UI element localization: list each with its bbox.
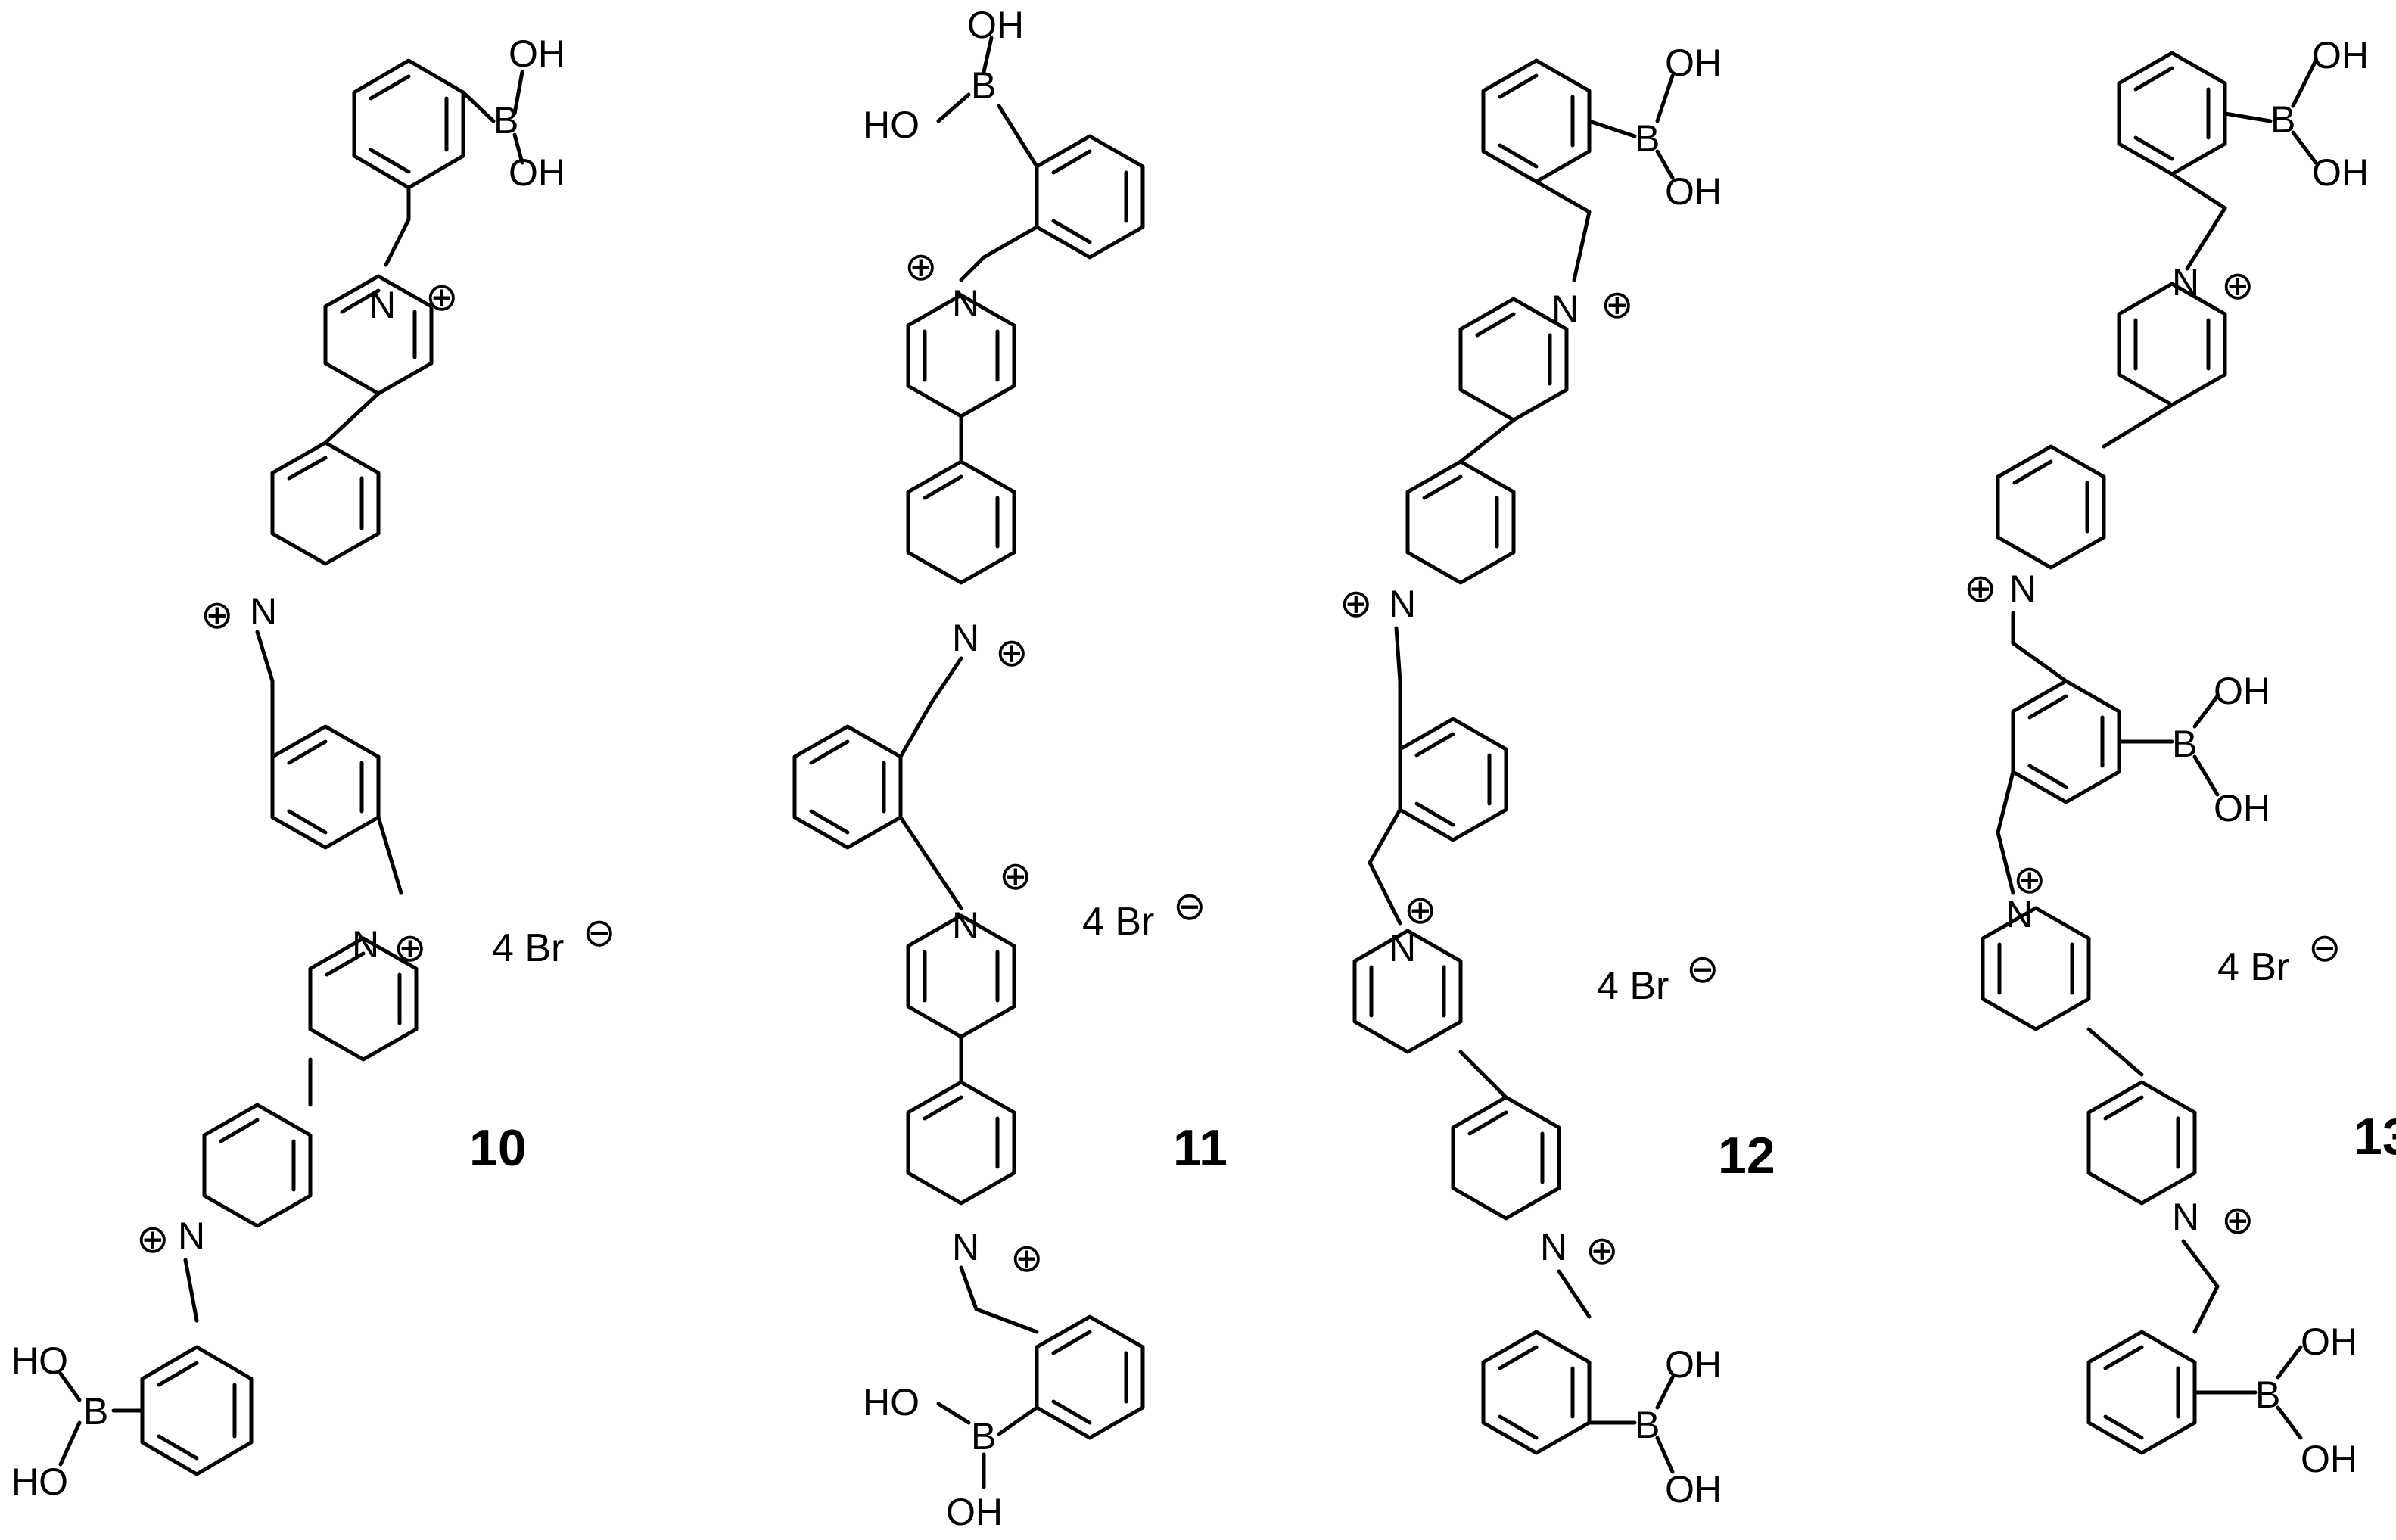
positive-charge: ⊕ bbox=[1340, 582, 1373, 626]
nitrogen-atom: N bbox=[2172, 261, 2199, 303]
positive-charge: ⊕ bbox=[904, 245, 938, 289]
boron-atom: B bbox=[2172, 723, 2197, 765]
positive-charge: ⊕ bbox=[1010, 1237, 1044, 1280]
compound-12: B OH OH N ⊕ N ⊕ N ⊕ 4 Br ⊖ bbox=[1340, 42, 1775, 1510]
nitrogen-atom: N bbox=[2172, 1196, 2199, 1238]
boron-atom: B bbox=[971, 1415, 996, 1458]
benzene-ring bbox=[1035, 1314, 1145, 1440]
hydroxyl-group: OH bbox=[1665, 42, 1722, 84]
negative-charge: ⊖ bbox=[1173, 885, 1206, 929]
boron-atom: B bbox=[1635, 1404, 1660, 1446]
hydroxyl-group: OH bbox=[2301, 1321, 2357, 1363]
compound-11: B OH HO N ⊕ N ⊕ N ⊕ 4 Br ⊖ bbox=[792, 4, 1228, 1533]
compound-10: B OH OH N ⊕ N ⊕ N ⊕ 4 Br ⊖ bbox=[11, 33, 616, 1503]
nitrogen-atom: N bbox=[1389, 583, 1416, 625]
compound-number: 13 bbox=[2354, 1108, 2396, 1165]
compound-number: 12 bbox=[1718, 1127, 1775, 1184]
counterion-label: 4 Br bbox=[492, 926, 564, 970]
nitrogen-atom: N bbox=[2009, 568, 2037, 610]
hydroxyl-group: OH bbox=[2214, 670, 2270, 712]
positive-charge: ⊕ bbox=[2221, 1199, 2254, 1243]
counterion-label: 4 Br bbox=[1597, 964, 1669, 1008]
pyridinium-ring bbox=[1405, 459, 1516, 585]
pyridinium-ring bbox=[906, 1080, 1016, 1206]
boron-atom: B bbox=[83, 1390, 108, 1433]
pyridinium-ring bbox=[1996, 444, 2106, 570]
benzene-ring bbox=[1481, 1330, 1592, 1455]
positive-charge: ⊕ bbox=[425, 275, 459, 319]
pyridinium-ring bbox=[1451, 1095, 1561, 1221]
nitrogen-atom: N bbox=[178, 1215, 205, 1257]
benzene-ring bbox=[140, 1345, 254, 1476]
hydroxyl-group: OH bbox=[2214, 787, 2270, 829]
hydroxyl-group: OH bbox=[2312, 151, 2369, 194]
hydroxyl-group: HO bbox=[11, 1461, 68, 1503]
boron-atom: B bbox=[1635, 117, 1660, 160]
nitrogen-atom: N bbox=[952, 904, 979, 947]
hydroxyl-group: OH bbox=[2301, 1438, 2357, 1480]
boron-atom: B bbox=[2255, 1374, 2280, 1416]
benzene-ring bbox=[2011, 679, 2121, 804]
negative-charge: ⊖ bbox=[583, 911, 616, 955]
hydroxyl-group: OH bbox=[967, 4, 1024, 46]
hydroxyl-group: OH bbox=[946, 1491, 1003, 1533]
hydroxyl-group: OH bbox=[2312, 34, 2369, 76]
pyridinium-ring bbox=[270, 440, 381, 566]
compound-13: B OH OH N ⊕ N ⊕ B OH OH bbox=[1964, 34, 2396, 1480]
pyridinium-ring bbox=[1352, 929, 1463, 1054]
nitrogen-atom: N bbox=[2005, 893, 2033, 935]
positive-charge: ⊕ bbox=[1601, 283, 1634, 327]
hydroxyl-group: OH bbox=[1665, 1468, 1722, 1510]
positive-charge: ⊕ bbox=[136, 1218, 170, 1262]
hydroxyl-group: OH bbox=[509, 33, 565, 75]
positive-charge: ⊕ bbox=[2013, 858, 2046, 902]
positive-charge: ⊕ bbox=[1404, 888, 1437, 932]
nitrogen-atom: N bbox=[369, 284, 396, 326]
positive-charge: ⊕ bbox=[995, 631, 1028, 675]
nitrogen-atom: N bbox=[952, 617, 979, 659]
positive-charge: ⊕ bbox=[1964, 567, 1997, 611]
nitrogen-atom: N bbox=[952, 282, 979, 325]
positive-charge: ⊕ bbox=[394, 926, 427, 970]
pyridinium-ring bbox=[308, 936, 419, 1062]
nitrogen-atom: N bbox=[352, 923, 379, 966]
compound-number: 11 bbox=[1173, 1119, 1228, 1177]
nitrogen-atom: N bbox=[1389, 927, 1416, 969]
hydroxyl-group: OH bbox=[1665, 170, 1722, 213]
hydroxyl-group: OH bbox=[1665, 1343, 1722, 1386]
hydroxyl-group: HO bbox=[863, 1381, 920, 1423]
positive-charge: ⊕ bbox=[1585, 1229, 1619, 1273]
nitrogen-atom: N bbox=[1540, 1226, 1567, 1268]
compound-number: 10 bbox=[469, 1119, 527, 1177]
hydroxyl-group: HO bbox=[863, 104, 920, 146]
benzene-ring bbox=[2086, 1330, 2197, 1455]
nitrogen-atom: N bbox=[250, 590, 277, 633]
positive-charge: ⊕ bbox=[201, 593, 234, 637]
nitrogen-atom: N bbox=[952, 1226, 979, 1268]
counterion-label: 4 Br bbox=[2217, 945, 2289, 989]
pyridinium-ring bbox=[906, 459, 1016, 585]
hydroxyl-group: HO bbox=[11, 1339, 68, 1382]
pyridinium-ring bbox=[202, 1103, 313, 1228]
negative-charge: ⊖ bbox=[2308, 926, 2342, 970]
nitrogen-atom: N bbox=[1551, 288, 1579, 330]
pyridinium-ring bbox=[1981, 906, 2091, 1031]
pyridinium-ring bbox=[2086, 1080, 2197, 1206]
negative-charge: ⊖ bbox=[1686, 947, 1719, 991]
positive-charge: ⊕ bbox=[999, 854, 1032, 898]
counterion-label: 4 Br bbox=[1082, 900, 1154, 944]
hydroxyl-group: OH bbox=[509, 151, 565, 194]
positive-charge: ⊕ bbox=[2221, 264, 2254, 308]
